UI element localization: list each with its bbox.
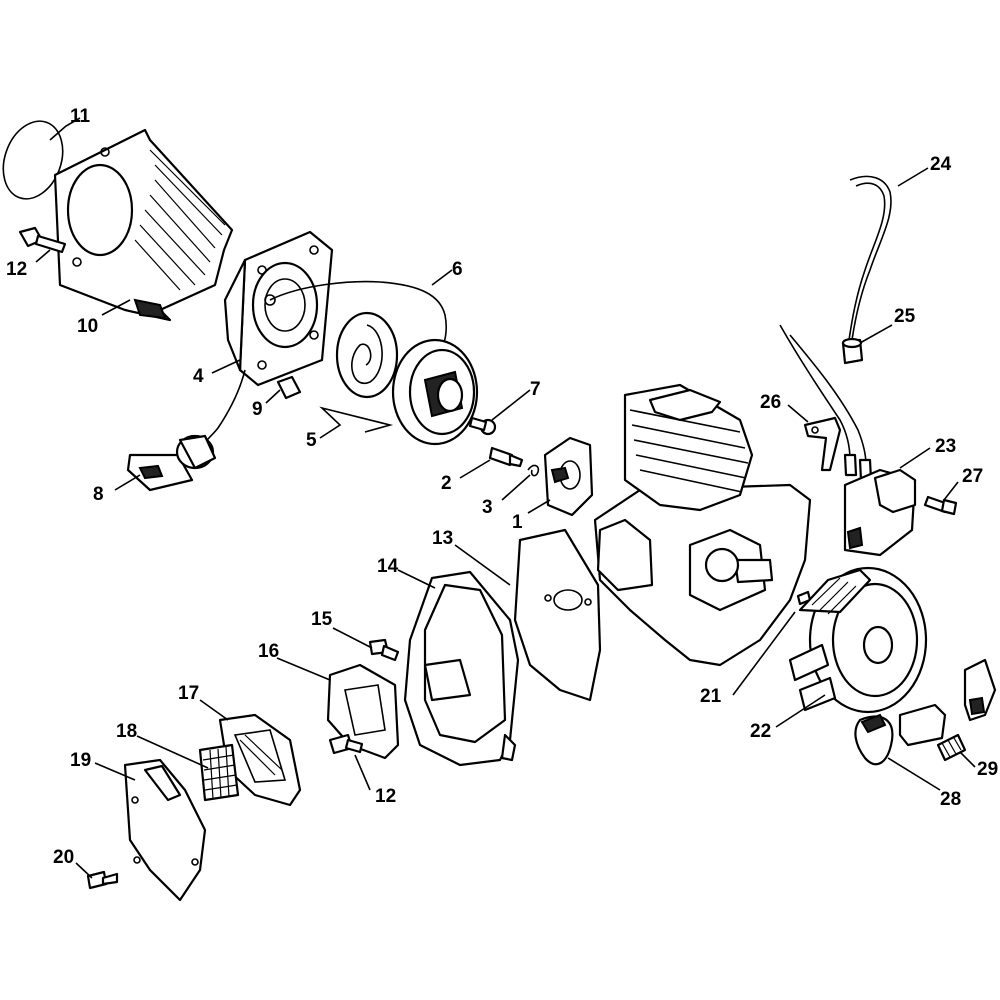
callout-3: 3 bbox=[482, 497, 493, 518]
callout-5: 5 bbox=[306, 430, 317, 451]
callout-24: 24 bbox=[930, 154, 952, 175]
callout-4: 4 bbox=[193, 366, 204, 387]
part-7-screw bbox=[468, 416, 497, 436]
part-15-screw bbox=[368, 638, 400, 662]
part-23-ignition-module bbox=[843, 468, 917, 557]
callout-27: 27 bbox=[962, 466, 983, 487]
callout-8: 8 bbox=[93, 484, 104, 505]
callout-6: 6 bbox=[452, 259, 463, 280]
part-9-bushing bbox=[276, 375, 302, 400]
callout-15: 15 bbox=[311, 609, 333, 630]
part-29-spring bbox=[936, 733, 967, 762]
callout-10: 10 bbox=[77, 316, 98, 337]
callout-22: 22 bbox=[750, 721, 771, 742]
engine-cylinder-crankcase bbox=[593, 383, 812, 667]
part-27-screw bbox=[923, 495, 958, 516]
callout-17: 17 bbox=[178, 683, 199, 704]
callout-25: 25 bbox=[894, 306, 916, 327]
part-8-starter-grip bbox=[126, 434, 217, 492]
part-10-shroud bbox=[53, 128, 234, 322]
part-12-screw-top bbox=[18, 226, 67, 254]
part-14-muffler bbox=[403, 570, 520, 767]
part-24-hose bbox=[848, 175, 892, 341]
part-pawl-carrier bbox=[898, 658, 997, 747]
part-19-deflector bbox=[123, 758, 207, 902]
callout-1: 1 bbox=[512, 512, 523, 533]
callout-7: 7 bbox=[530, 379, 541, 400]
callout-23: 23 bbox=[935, 436, 956, 457]
leader-lines bbox=[35, 117, 976, 879]
part-3-spring bbox=[527, 464, 540, 477]
callout-28: 28 bbox=[940, 789, 961, 810]
part-2-nipple bbox=[488, 446, 524, 468]
callout-12-top: 12 bbox=[6, 259, 27, 280]
part-28-pawl bbox=[854, 713, 894, 766]
callout-12-bottom: 12 bbox=[375, 786, 396, 807]
part-13-gasket bbox=[513, 528, 602, 702]
part-26-bracket bbox=[803, 416, 842, 472]
callout-26: 26 bbox=[760, 392, 781, 413]
part-1-cover bbox=[543, 436, 594, 517]
part-5-spring-and-pulley bbox=[335, 311, 479, 446]
callout-13: 13 bbox=[432, 528, 453, 549]
part-11-o-ring bbox=[2, 120, 64, 200]
part-12-screw-bottom bbox=[328, 733, 364, 755]
callout-21: 21 bbox=[700, 686, 722, 707]
part-4-starter-housing bbox=[223, 230, 334, 387]
callout-29: 29 bbox=[977, 759, 998, 780]
part-20-screw bbox=[86, 870, 119, 890]
callout-11: 11 bbox=[70, 106, 91, 127]
part-18-screen bbox=[198, 743, 240, 802]
callout-2: 2 bbox=[441, 473, 452, 494]
callout-20: 20 bbox=[53, 847, 74, 868]
part-22-flywheel bbox=[788, 566, 928, 714]
callout-19: 19 bbox=[70, 750, 91, 771]
callout-16: 16 bbox=[258, 641, 279, 662]
callout-14: 14 bbox=[377, 556, 399, 577]
callout-18: 18 bbox=[116, 721, 137, 742]
callout-labels: 11 12 10 4 9 6 7 5 8 2 3 1 13 14 15 16 1… bbox=[6, 106, 998, 868]
part-25-grommet bbox=[841, 337, 864, 365]
callout-9: 9 bbox=[252, 399, 263, 420]
